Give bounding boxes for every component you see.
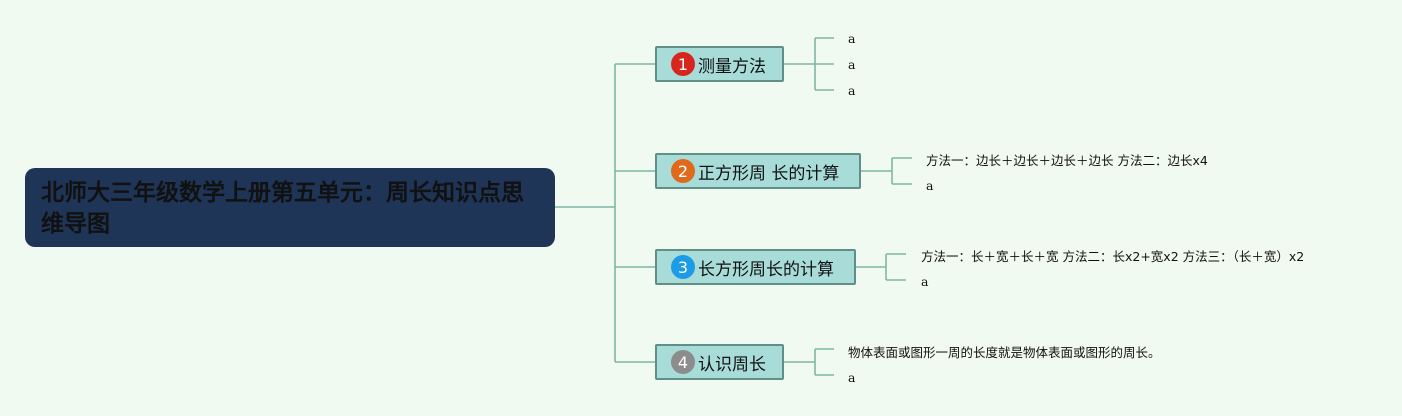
number-3-icon: 3 [671,255,695,279]
branch-4-leaf-connector [784,348,834,376]
branch-1-node[interactable]: 1 测量方法 [655,46,784,82]
branch-1-leaf-3[interactable]: a [848,83,856,98]
branch-3-leaf-connector [856,253,906,281]
number-1-icon: 1 [671,52,695,76]
branch-2-leaf-2[interactable]: a [926,178,934,193]
branch-1-leaf-connector [784,37,834,91]
number-2-icon: 2 [671,159,695,183]
branch-3-node[interactable]: 3 长方形周长的计算 [655,249,856,285]
branch-4-leaf-2[interactable]: a [848,370,856,385]
branch-1-label: 测量方法 [698,56,766,77]
branch-1-leaf-1[interactable]: a [848,31,856,46]
number-4-icon: 4 [671,350,695,374]
branch-2-node[interactable]: 2 正方形周 长的计算 [655,153,861,189]
root-title: 北师大三年级数学上册第五单元：周长知识点思维导图 [41,180,524,237]
branch-2-label: 正方形周 长的计算 [698,163,840,184]
branch-4-node[interactable]: 4 认识周长 [655,344,784,380]
branch-4-label: 认识周长 [698,354,766,375]
root-topic[interactable]: 北师大三年级数学上册第五单元：周长知识点思维导图 [25,168,555,247]
branch-2-leaf-connector [861,157,912,185]
branch-1-leaf-2[interactable]: a [848,57,856,72]
branch-3-leaf-1[interactable]: 方法一：长＋宽＋长＋宽 方法二：长x2+宽x2 方法三：（长＋宽）x2 [921,249,1305,264]
branch-3-leaf-2[interactable]: a [921,274,929,289]
branch-4-leaf-1[interactable]: 物体表面或图形一周的长度就是物体表面或图形的周长。 [848,345,1161,360]
branch-2-leaf-1[interactable]: 方法一：边长＋边长＋边长＋边长 方法二：边长x4 [926,153,1208,168]
branch-3-label: 长方形周长的计算 [698,259,834,280]
